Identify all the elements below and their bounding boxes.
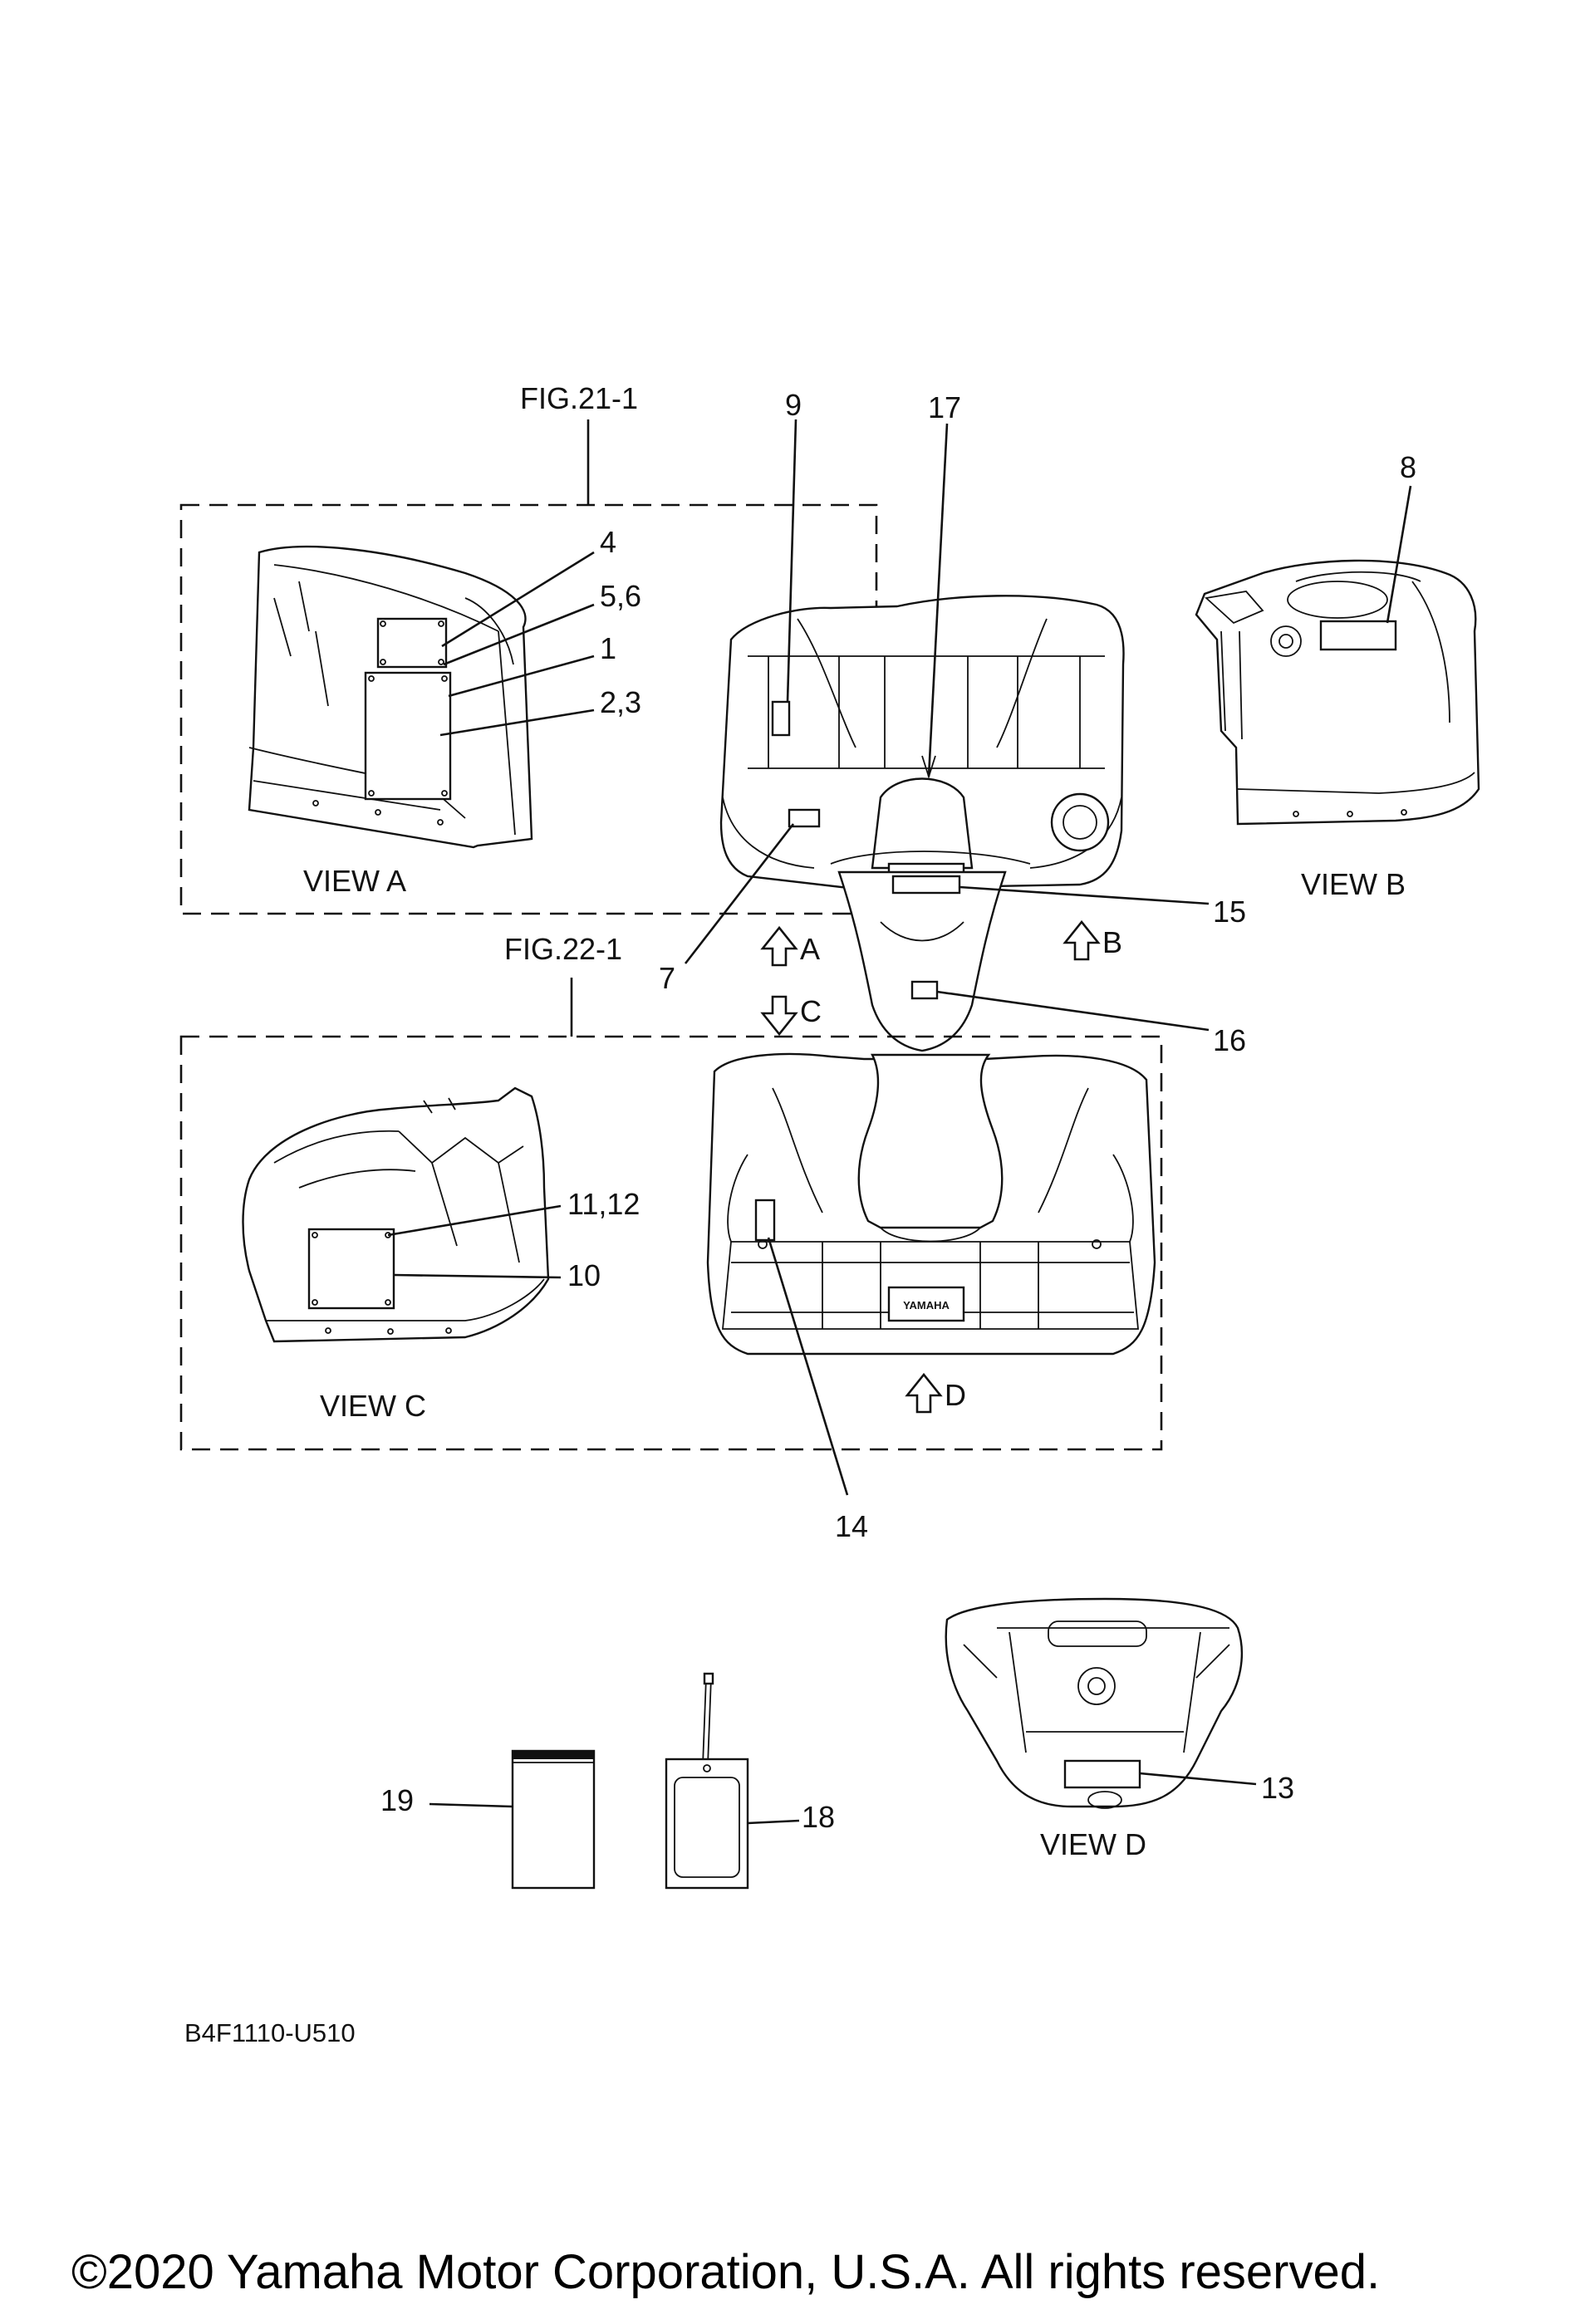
leader-7 (684, 823, 795, 964)
leader-1 (448, 655, 595, 698)
label-part-15 (891, 875, 961, 895)
leader-11-12 (387, 1204, 562, 1237)
label-part-1 (364, 671, 452, 801)
callout-15: 15 (1213, 895, 1246, 929)
svg-text:D: D (945, 1378, 966, 1412)
leader-15 (959, 885, 1210, 905)
leader-8 (1386, 485, 1412, 624)
leader-17 (927, 423, 949, 777)
bag-seal-strip (513, 1751, 594, 1759)
callout-8: 8 (1400, 450, 1416, 484)
callout-19: 19 (380, 1783, 414, 1817)
label-part-7 (788, 808, 821, 828)
tag-string (702, 1677, 712, 1766)
view-b-fender (1195, 559, 1480, 826)
label-part-16 (910, 980, 939, 1000)
leader-10 (393, 1273, 562, 1279)
callout-9: 9 (785, 388, 802, 422)
view-b-group: 8 VIEW B (1195, 450, 1480, 901)
callout-4: 4 (600, 525, 616, 559)
emblem-text: YAMAHA (903, 1299, 950, 1312)
view-arrow-c: C (760, 994, 822, 1037)
callout-16: 16 (1213, 1023, 1246, 1057)
svg-text:B: B (1102, 925, 1122, 959)
label-part-8 (1319, 620, 1397, 651)
callout-2-3: 2,3 (600, 685, 641, 719)
front-fender (719, 595, 1125, 890)
tag-18-group: 18 (665, 1672, 835, 1890)
leader-4 (441, 551, 595, 648)
drawing-code: B4F1110-U510 (184, 2018, 356, 2047)
leader-19 (429, 1802, 513, 1808)
bag-19-group: 19 (380, 1749, 596, 1890)
part-19-bag (511, 1749, 596, 1890)
leader-2-3 (439, 708, 595, 737)
label-part-4 (376, 617, 448, 669)
callout-18: 18 (802, 1800, 835, 1834)
svg-text:A: A (800, 932, 820, 966)
copyright-notice: ©2020 Yamaha Motor Corporation, U.S.A. A… (71, 2245, 1380, 2299)
view-c-fender (242, 1086, 550, 1343)
yamaha-emblem (887, 1286, 965, 1322)
callout-5-6: 5,6 (600, 579, 641, 613)
view-a-fender (248, 545, 533, 849)
callout-17: 17 (928, 390, 961, 424)
svg-text:C: C (800, 994, 822, 1028)
callout-14: 14 (835, 1509, 868, 1543)
label-part-13 (1063, 1759, 1141, 1789)
callout-11-12: 11,12 (567, 1187, 640, 1221)
callout-10: 10 (567, 1258, 601, 1292)
leader-14 (767, 1237, 849, 1496)
fig-21-ref: FIG.21-1 (520, 381, 638, 415)
view-c-group: FIG.22-1 11,12 10 VIEW C (179, 932, 1163, 1451)
view-c-label: VIEW C (320, 1389, 426, 1423)
seat (857, 1053, 1004, 1229)
callout-13: 13 (1261, 1771, 1294, 1805)
label-part-14 (754, 1199, 776, 1242)
view-d-group: 13 VIEW D (945, 1597, 1294, 1861)
view-arrow-a: A (760, 925, 820, 967)
view-d-fender (945, 1597, 1243, 1809)
view-c-frame (179, 1035, 1163, 1451)
leader-13 (1139, 1772, 1257, 1786)
label-part-10 (307, 1228, 395, 1310)
view-arrow-d: D (905, 1372, 966, 1414)
leader-5-6 (443, 603, 595, 666)
callout-1: 1 (600, 631, 616, 665)
leader-9 (786, 419, 798, 703)
callout-7: 7 (659, 961, 675, 995)
view-arrow-b: B (1063, 919, 1122, 961)
label-part-9 (771, 700, 791, 737)
view-a-group: FIG.21-1 4 5,6 1 (179, 381, 878, 915)
fig-22-ref: FIG.22-1 (504, 932, 622, 966)
leader-18 (747, 1819, 800, 1825)
view-a-label: VIEW A (303, 864, 406, 898)
part-18-tag (665, 1758, 749, 1890)
view-b-label: VIEW B (1301, 867, 1406, 901)
view-d-label: VIEW D (1040, 1827, 1146, 1861)
leader-16 (936, 990, 1210, 1032)
atv-top-view: YAMAHA (706, 595, 1156, 1356)
